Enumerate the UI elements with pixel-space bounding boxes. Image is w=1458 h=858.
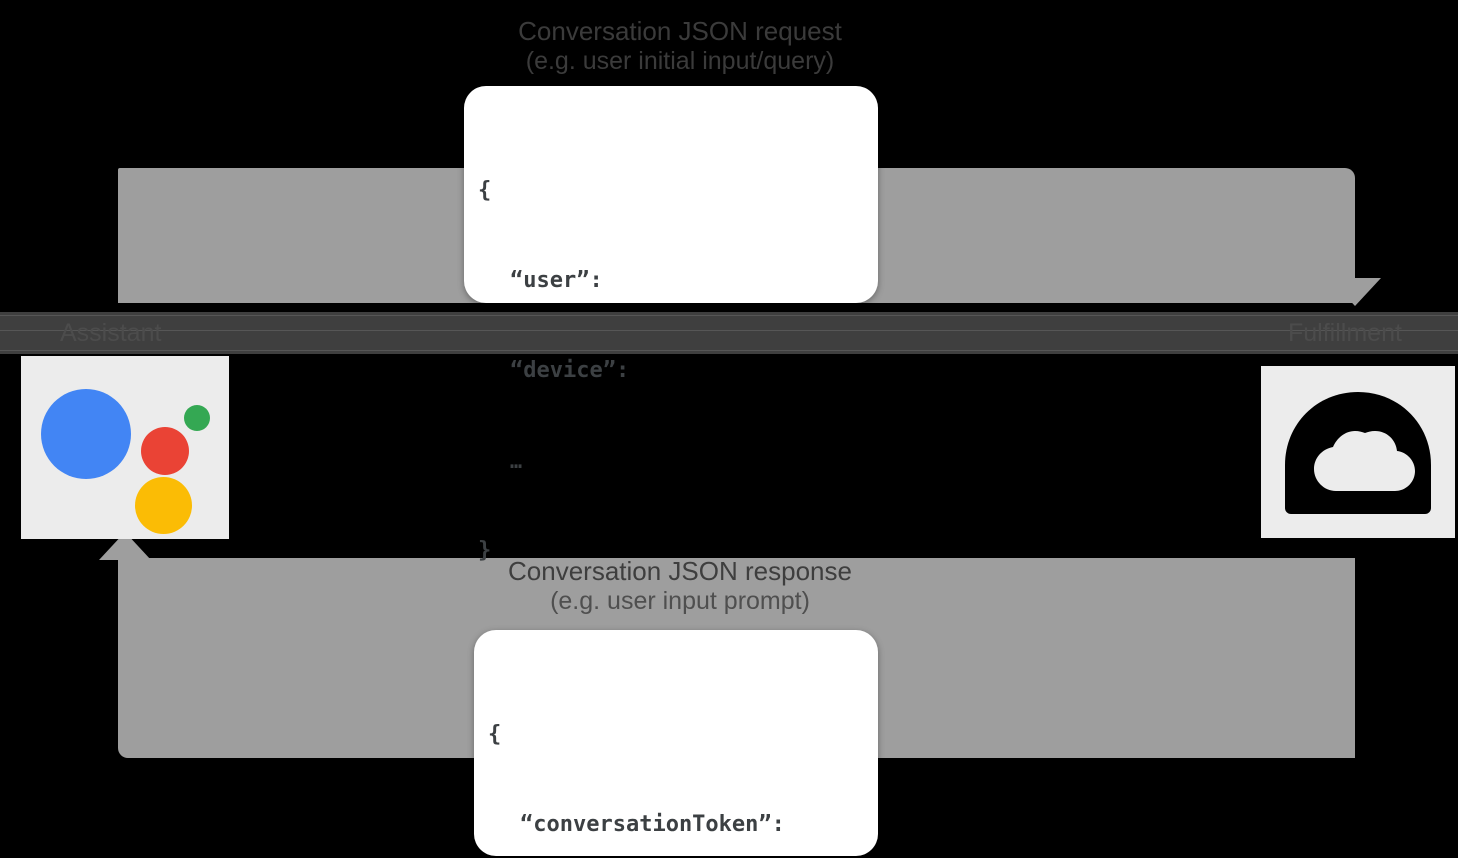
request-arrowhead-icon: [1329, 278, 1381, 306]
request-subtitle: (e.g. user initial input/query): [525, 47, 835, 75]
response-caption: Conversation JSON response (e.g. user in…: [430, 556, 930, 616]
response-subtitle: (e.g. user input prompt): [550, 587, 810, 615]
response-title: Conversation JSON response: [508, 556, 852, 586]
assistant-dot-yellow-icon: [135, 476, 192, 534]
request-json-card: { “user”: “device”: … }: [464, 86, 878, 563]
assistant-node[interactable]: [21, 356, 229, 539]
request-open-brace: {: [478, 178, 492, 203]
request-caption: Conversation JSON request (e.g. user ini…: [430, 16, 930, 76]
request-ellipsis: …: [510, 449, 525, 473]
request-key-user: “user”:: [510, 268, 603, 293]
google-assistant-logo-icon: [37, 373, 213, 534]
assistant-dot-green-icon: [184, 404, 210, 431]
request-key-device: “device”:: [510, 358, 630, 383]
assistant-dot-blue-icon: [41, 388, 131, 479]
response-key-conversation-token: “conversationToken”:: [520, 812, 785, 837]
request-close-brace: }: [478, 538, 492, 563]
request-title: Conversation JSON request: [518, 16, 842, 46]
cloud-icon: [1285, 391, 1431, 514]
assistant-label: Assistant: [60, 319, 162, 347]
assistant-dot-red-icon: [141, 426, 189, 475]
response-open-brace: {: [488, 722, 502, 747]
fulfillment-node[interactable]: [1261, 366, 1455, 538]
response-json-card: { “conversationToken”: “userStorage”: … …: [474, 630, 878, 856]
fulfillment-label: Fulfillment: [1288, 319, 1402, 347]
lifeline-strip: [0, 312, 1458, 354]
